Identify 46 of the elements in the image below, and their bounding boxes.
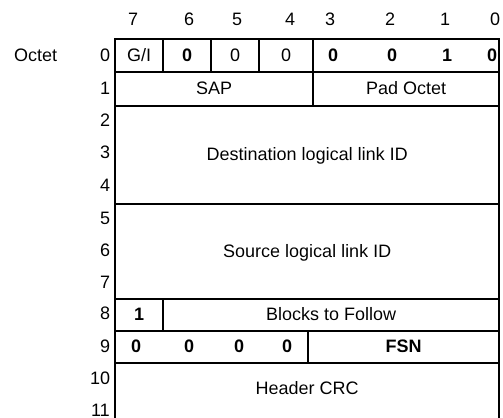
bit-value: 0 <box>281 44 292 64</box>
field-cell <box>114 203 500 300</box>
bit-number: 2 <box>385 9 396 29</box>
field-cell <box>114 105 500 205</box>
bit-number: 3 <box>325 9 336 29</box>
bit-value: 0 <box>387 44 398 64</box>
bit-value: 0 <box>230 44 240 64</box>
field-cell <box>114 362 500 418</box>
field-label: SAP <box>196 78 232 98</box>
octet-number: 1 <box>100 78 110 98</box>
bit-number: 6 <box>184 9 194 29</box>
bit-value: 0 <box>234 336 244 356</box>
octet-number: 11 <box>91 400 110 418</box>
field-label: FSN <box>386 336 422 356</box>
bit-number: 5 <box>232 9 242 29</box>
bit-number: 0 <box>490 9 500 29</box>
octet-number: 5 <box>100 208 110 228</box>
bit-number: 7 <box>128 9 138 29</box>
octet-number: 7 <box>100 272 110 292</box>
octet-number: 0 <box>100 45 110 65</box>
bit-value: 0 <box>184 336 194 356</box>
octet-number: 9 <box>100 336 110 356</box>
bit-value: 0 <box>131 336 142 356</box>
octet-number: 6 <box>100 240 110 260</box>
field-cell <box>114 38 164 73</box>
bit-value: 0 <box>182 44 192 64</box>
axis-title: Octet <box>14 45 58 65</box>
bit-number: 1 <box>440 9 450 29</box>
field-label: Header CRC <box>256 378 359 398</box>
field-label: Source logical link ID <box>223 240 392 260</box>
octet-number: 8 <box>100 303 110 323</box>
bit-value: 0 <box>328 44 338 64</box>
field-label: Blocks to Follow <box>266 304 396 324</box>
octet-number: 10 <box>90 368 110 388</box>
bit-value: 1 <box>442 44 452 64</box>
field-cell <box>312 38 500 73</box>
octet-number: 3 <box>100 142 110 162</box>
bit-number: 4 <box>285 9 296 29</box>
bit-value: 1 <box>134 304 144 324</box>
bit-value: 0 <box>487 44 498 64</box>
octet-number: 2 <box>100 110 110 130</box>
bit-field-label: G/I <box>127 44 152 64</box>
bit-value: 0 <box>282 336 292 356</box>
field-label: Destination logical link ID <box>206 144 408 164</box>
field-label: Pad Octet <box>366 78 446 98</box>
octet-number: 4 <box>100 175 110 195</box>
